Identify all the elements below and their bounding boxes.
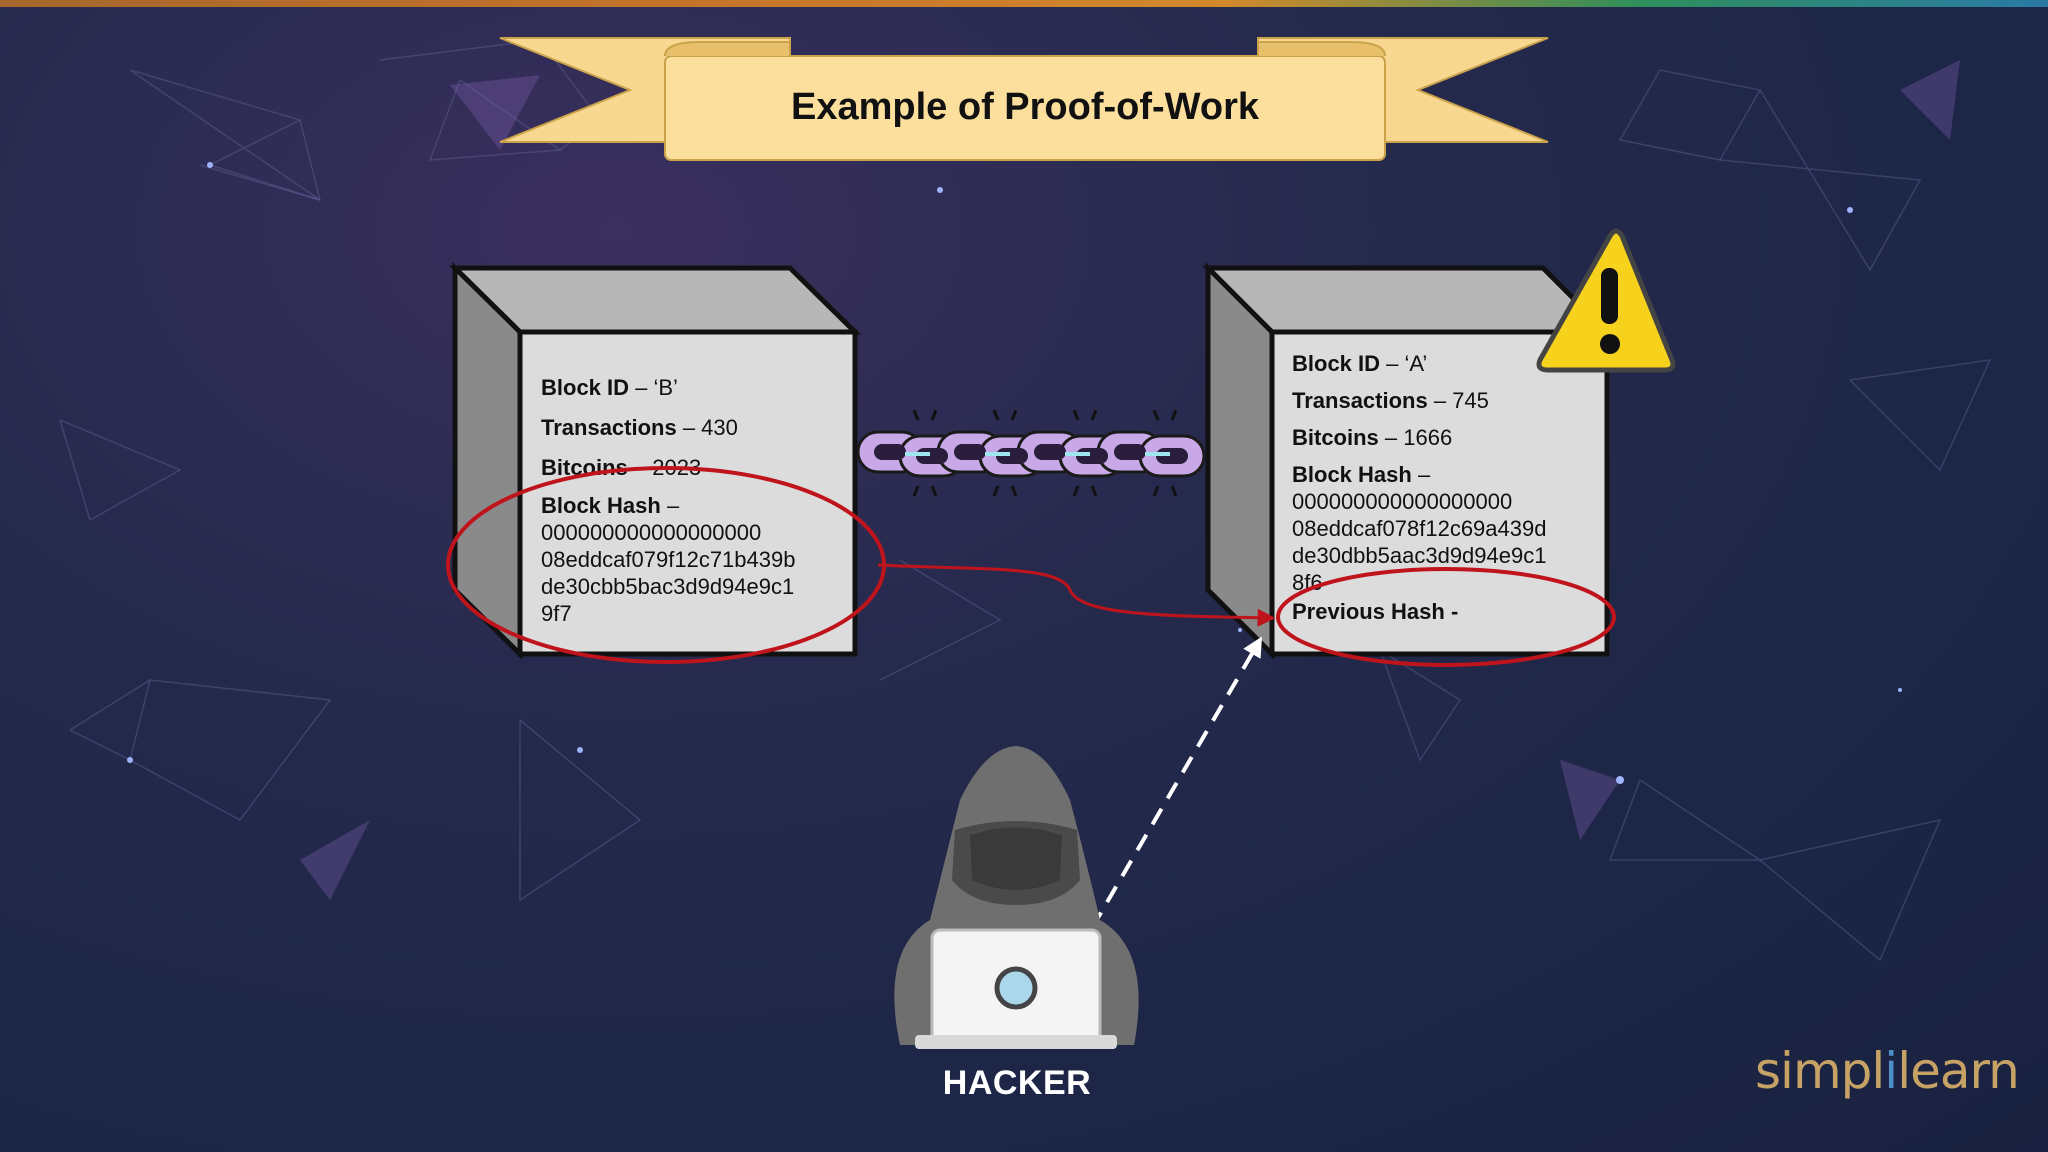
hacker-label: HACKER — [942, 1064, 1092, 1102]
hacker-attack-arrow — [1090, 636, 1263, 930]
block-a-hash-line: de30dbb5aac3d9d94e9c1 — [1292, 543, 1547, 568]
block-b-id: Block ID – ‘B’ — [541, 375, 678, 400]
block-a-transactions: Transactions – 745 — [1292, 388, 1489, 413]
block-a-hash-label: Block Hash – — [1292, 462, 1431, 487]
block-b-transactions: Transactions – 430 — [541, 415, 738, 440]
block-a-hash-line: 08eddcaf078f12c69a439d — [1292, 516, 1547, 541]
page-title: Example of Proof-of-Work — [791, 86, 1259, 128]
block-a-id: Block ID – ‘A’ — [1292, 351, 1428, 376]
top-accent-bar — [0, 0, 2048, 7]
block-a-prev-hash-highlight — [1276, 567, 1616, 667]
block-b-details: Block ID – ‘B’ Transactions – 430 Bitcoi… — [541, 374, 841, 627]
block-a-bitcoins: Bitcoins – 1666 — [1292, 425, 1453, 450]
block-a-details: Block ID – ‘A’ Transactions – 745 Bitcoi… — [1292, 350, 1592, 625]
block-b-hash-line: 08eddcaf079f12c71b439b — [541, 547, 796, 572]
simplilearn-logo: simplilearn — [1755, 1042, 2020, 1100]
block-a-hash-line: 000000000000000000 — [1292, 489, 1513, 514]
block-b-hash-line: de30cbb5bac3d9d94e9c1 — [541, 574, 795, 599]
block-b-hash-line: 000000000000000000 — [541, 520, 762, 545]
block-b-hash-line: 9f7 — [541, 601, 572, 626]
block-b-hash-label: Block Hash – — [541, 493, 680, 518]
hash-link-arrow — [877, 563, 1276, 627]
block-a-previous-hash: Previous Hash - — [1292, 599, 1459, 624]
